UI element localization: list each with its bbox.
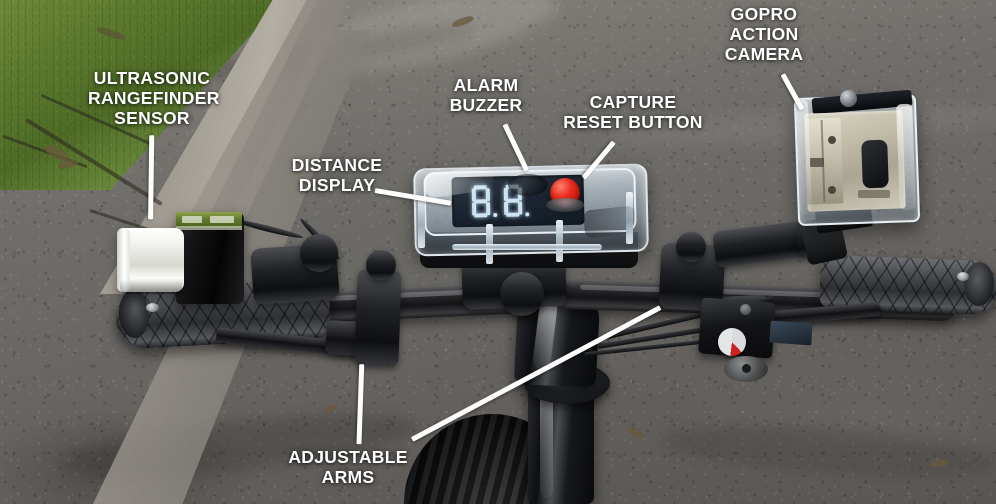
case-gloss [582,205,638,239]
gopro-side-button[interactable] [828,136,836,144]
right-grip-bolt [957,272,969,281]
piezo-buzzer [508,174,548,196]
left-grip-bolt [146,303,159,312]
adjustable-arm-knob-right[interactable] [676,232,706,262]
segment-d [506,212,520,217]
segment-d [474,213,488,218]
case-latch[interactable] [556,220,563,262]
shifter-bolt [740,304,751,315]
adjustable-arm-ball-center [500,272,544,316]
pvc-rim [117,228,130,292]
adjustable-arm-ball-left [300,234,338,272]
gopro-lens-window [861,139,889,189]
pvc-shadow [120,280,182,294]
pcb-edge [176,226,242,230]
case-hinge-bar [452,244,602,250]
gopro-brand-mark [858,190,890,198]
decimal-point [493,213,498,218]
gopro-housing-latch-knob[interactable] [840,90,857,107]
label-line: CAMERA [724,44,804,64]
label-line: ADJUSTABLE [288,447,408,467]
decimal-point [525,212,530,217]
adjustable-arm-knob-left[interactable] [366,250,396,280]
button-collar [546,198,584,212]
label-line: ULTRASONIC [93,68,211,88]
pcb-component [182,216,202,223]
gopro-side-button[interactable] [828,186,836,194]
gear-indicator-window [769,320,813,346]
label-line: DISTANCE [291,155,383,175]
label-line: ACTION [729,24,799,44]
label-line: ALARM [453,75,519,95]
label-line: ARMS [321,467,375,487]
case-latch[interactable] [418,196,425,248]
adjustable-arm-post-left [354,269,402,367]
gopro-usb-port [810,158,824,167]
label-line: RANGEFINDER [88,88,220,108]
pcb-component [210,216,234,223]
shifter-dial[interactable] [718,328,746,356]
label-line: RESET BUTTON [563,112,703,132]
bell-striker [742,364,751,373]
label-line: CAPTURE [589,92,677,112]
label-line: SENSOR [114,108,190,128]
label-line: DISPLAY [298,175,376,195]
stem-highlight [540,386,553,498]
label-line: BUZZER [449,95,523,115]
label-line: GOPRO [730,4,798,24]
